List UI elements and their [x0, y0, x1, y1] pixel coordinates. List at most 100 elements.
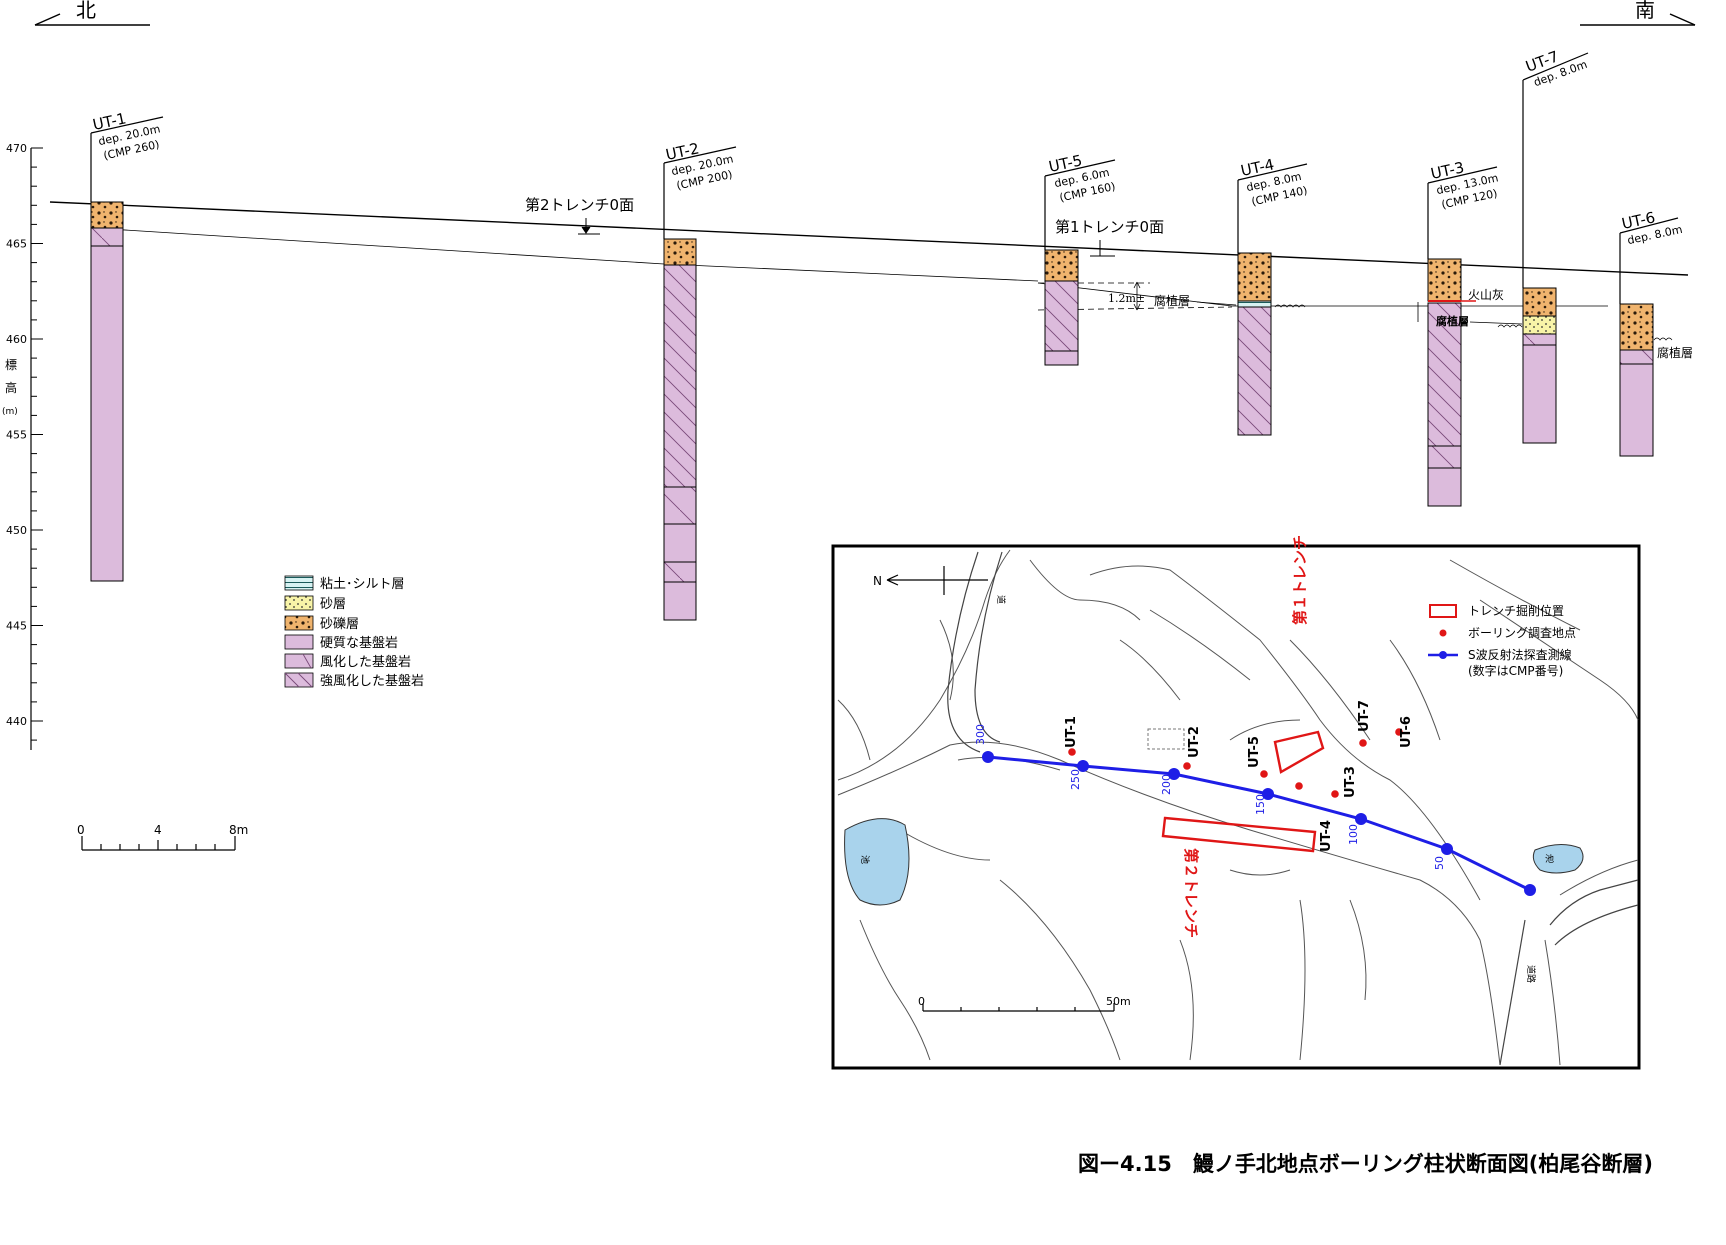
- map-pond-east: [1532, 844, 1584, 874]
- borehole-ut3: UT-3 dep. 13.0m (CMP 120): [1427, 158, 1499, 507]
- map-boring-label: UT-2: [1187, 726, 1202, 758]
- map-boring-label: UT-5: [1247, 736, 1262, 768]
- south-direction: 南: [1580, 0, 1696, 26]
- legend-label-weathered: 風化した基盤岩: [320, 655, 411, 670]
- map-boring-label: UT-7: [1357, 700, 1372, 732]
- map-boring-dot: [1395, 728, 1403, 736]
- map-cmp-label: 150: [1254, 794, 1267, 815]
- humus-label-ut6: 腐植層: [1657, 345, 1693, 360]
- legend-label-clay: 粘土･シルト層: [320, 577, 405, 592]
- map-cmp-dot: [1077, 760, 1089, 772]
- map-cmp-points: 300 250 200 150 100 50: [974, 724, 1536, 896]
- borehole-ut4: UT-4 dep. 8.0m (CMP 140): [1237, 155, 1309, 436]
- legend-label-gravel: 砂礫層: [320, 616, 359, 632]
- map-trench1: [1273, 730, 1325, 774]
- map-boring-dot: [1068, 748, 1076, 756]
- map-trench2-label: 第２トレンチ: [1182, 848, 1200, 938]
- map-cmp-label: 200: [1160, 774, 1173, 795]
- map-legend-trench: トレンチ掘削位置: [1468, 603, 1564, 618]
- trench1-surface-label: 第1トレンチ0面: [1055, 218, 1164, 236]
- map-cmp-dot: [1524, 884, 1536, 896]
- map-cmp-label: 100: [1347, 824, 1360, 845]
- legend-swatch-weathered: [284, 653, 314, 669]
- section-scale-bar: 0 4 8m: [77, 823, 248, 851]
- legend-swatch-clay: [284, 575, 314, 591]
- legend-label-sand: 砂層: [320, 597, 346, 612]
- map-boring-label: UT-6: [1399, 716, 1414, 748]
- map-legend-boring: ボーリング調査地点: [1468, 626, 1576, 640]
- map-north-arrow: N: [873, 566, 988, 595]
- legend-swatch-sand: [284, 595, 314, 611]
- north-label: 北: [76, 0, 96, 22]
- map-contours: [837, 549, 1639, 1066]
- axis-tick-label: 465: [6, 238, 27, 251]
- scale-label-8m: 8m: [229, 823, 248, 837]
- elevation-axis: 470 465 460 455 450 445 440 標 高 (m): [2, 142, 43, 750]
- axis-label-char-2: 高: [5, 380, 17, 395]
- axis-tick-label: 460: [6, 333, 27, 346]
- map-boring-dot: [1359, 739, 1367, 747]
- borehole-ut1: UT-1 dep. 20.0m (CMP 260): [90, 109, 164, 582]
- map-pond-west: [844, 818, 910, 906]
- map-cmp-label: 250: [1069, 769, 1082, 790]
- map-scale-50m: 50m: [1106, 995, 1131, 1008]
- legend-swatch-gravel: [284, 615, 314, 631]
- borehole-ut2: UT-2 dep. 20.0m (CMP 200): [663, 139, 737, 621]
- map-trench1-label: 第１トレンチ: [1291, 535, 1309, 625]
- borehole-ut5: UT-5 dep. 6.0m (CMP 160): [1044, 151, 1117, 366]
- scale-label-0: 0: [77, 823, 85, 837]
- lithology-legend: 粘土･シルト層 砂層 砂礫層 硬質な基盤岩 風化した基盤岩 強風化した基盤岩: [284, 575, 424, 689]
- offset-label: 1.2m±: [1108, 292, 1145, 305]
- axis-tick-label: 450: [6, 524, 27, 537]
- trench2-surface-label: 第2トレンチ0面: [525, 196, 634, 214]
- map-boring-label: UT-3: [1343, 766, 1358, 798]
- legend-label-hard: 硬質な基盤岩: [320, 636, 398, 651]
- map-pond-label-west: 池: [859, 855, 871, 864]
- axis-label-char-3: (m): [2, 407, 18, 417]
- borehole-ut7: UT-7 dep. 8.0m: [1497, 47, 1589, 444]
- legend-swatch-strong: [284, 672, 314, 688]
- map-roads: [947, 551, 1639, 1066]
- map-pond-label-east: 池: [1545, 853, 1554, 865]
- axis-tick-label: 440: [6, 715, 27, 728]
- figure-caption: 図ー4.15 鰻ノ手北地点ボーリング柱状断面図(柏尾谷断層): [1078, 1152, 1654, 1176]
- map-cmp-dot: [1168, 768, 1180, 780]
- map-cmp-label: 50: [1433, 856, 1446, 870]
- section-annotations: 第2トレンチ0面 第1トレンチ0面 1.2m± 腐植層 火山灰 腐植層 腐植層: [525, 196, 1693, 360]
- map-legend-cmp-note: (数字はCMP番号): [1468, 663, 1563, 678]
- humus-label-ut7: 腐植層: [1436, 314, 1469, 328]
- axis-tick-label: 445: [6, 620, 27, 633]
- map-boring-points: UT-1 UT-2 UT-5UT-4 UT-3 UT-7UT-6: [1064, 700, 1414, 852]
- map-trench2: [1161, 816, 1317, 853]
- axis-tick-label: 470: [6, 142, 27, 155]
- axis-tick-label: 455: [6, 429, 27, 442]
- axis-minor-ticks: [31, 147, 43, 741]
- north-direction: 北: [34, 0, 150, 26]
- map-legend-survey: S波反射法探査測線: [1468, 647, 1572, 662]
- map-north-label: N: [873, 574, 882, 588]
- axis-tick-labels: 470 465 460 455 450 445 440: [6, 142, 27, 728]
- location-map: 池 池 道路 道 N 第１トレンチ 第２トレンチ 300 250 200 150 100…: [831, 535, 1641, 1070]
- map-cmp-dot: [1441, 843, 1453, 855]
- map-road-label: 道路: [1525, 965, 1537, 983]
- map-cmp-dot: [1355, 813, 1367, 825]
- map-boring-label: UT-1: [1064, 716, 1079, 748]
- map-building: [1147, 728, 1185, 750]
- map-road-top-label: 道: [995, 595, 1007, 604]
- south-label: 南: [1635, 0, 1655, 22]
- map-scale-bar: 0 50m: [918, 995, 1131, 1012]
- map-boring-dot: [1331, 790, 1339, 798]
- axis-label-char-1: 標: [5, 358, 17, 372]
- map-cmp-dot: [982, 751, 994, 763]
- volcanic-ash-label: 火山灰: [1468, 288, 1504, 302]
- humus-label-ut4: 腐植層: [1154, 293, 1190, 308]
- map-boring-dot: [1260, 770, 1268, 778]
- scale-label-4: 4: [154, 823, 162, 837]
- map-cmp-label: 300: [974, 724, 987, 745]
- map-boring-dot: [1295, 782, 1303, 790]
- map-legend: トレンチ掘削位置 ボーリング調査地点 S波反射法探査測線 (数字はCMP番号): [1428, 603, 1576, 678]
- map-boring-label: UT-4: [1319, 820, 1334, 852]
- map-cmp-dot: [1262, 788, 1274, 800]
- legend-swatch-hard: [284, 634, 314, 650]
